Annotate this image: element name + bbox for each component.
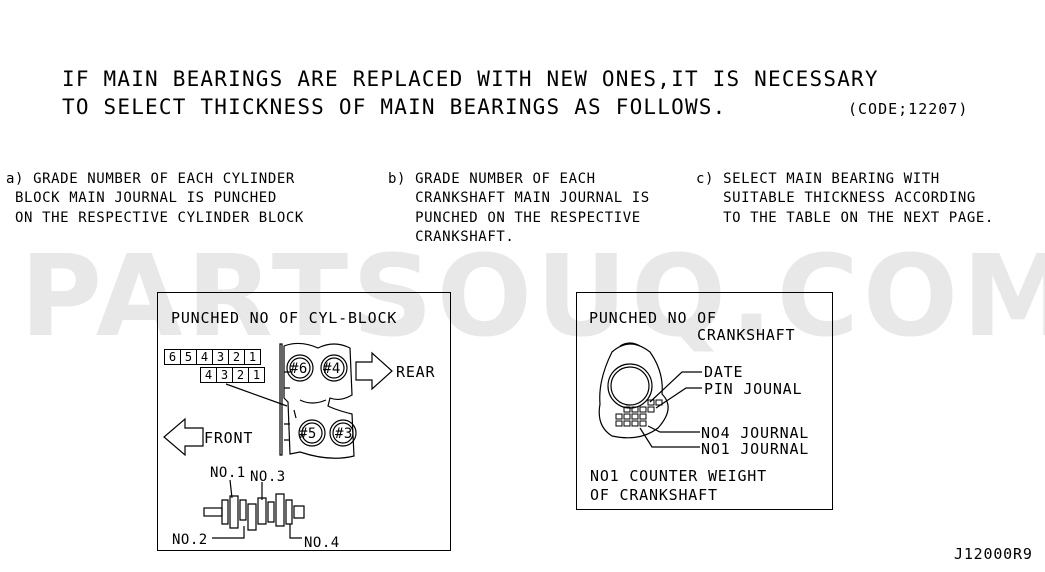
journal-no2-label: NO.2 bbox=[172, 532, 208, 548]
no4-journal-label: NO4 JOURNAL bbox=[701, 424, 810, 442]
step-b-line-4: CRANKSHAFT. bbox=[388, 229, 515, 245]
figure-id: J12000R9 bbox=[954, 545, 1033, 563]
grade-cell: 1 bbox=[248, 367, 265, 383]
header-line-1: IF MAIN BEARINGS ARE REPLACED WITH NEW O… bbox=[62, 67, 879, 91]
cyl-label: #6 bbox=[290, 361, 308, 377]
journal-no1-label: NO.1 bbox=[210, 465, 246, 481]
code-label: (CODE;12207) bbox=[848, 100, 969, 118]
crankshaft-panel bbox=[576, 292, 833, 510]
step-b-line-1: b) GRADE NUMBER OF EACH bbox=[388, 171, 596, 187]
journal-no4-label: NO.4 bbox=[304, 535, 340, 551]
counter-weight-line-2: OF CRANKSHAFT bbox=[590, 486, 718, 504]
step-a-line-1: a) GRADE NUMBER OF EACH CYLINDER bbox=[6, 171, 295, 187]
journal-no3-label: NO.3 bbox=[250, 469, 286, 485]
no1-journal-label: NO1 JOURNAL bbox=[701, 440, 810, 458]
crankshaft-title-line-2: CRANKSHAFT bbox=[697, 326, 796, 344]
rear-label: REAR bbox=[396, 363, 436, 381]
cylinder-block-panel bbox=[157, 292, 451, 551]
cyl-label: #3 bbox=[335, 426, 353, 442]
grade-cell: 2 bbox=[228, 349, 245, 365]
step-b-line-3: PUNCHED ON THE RESPECTIVE bbox=[388, 210, 641, 226]
cylinder-block-drawing bbox=[163, 342, 393, 459]
grade-cell: 1 bbox=[244, 349, 261, 365]
watermark: PARTSOUQ.COM bbox=[20, 232, 1045, 362]
header-line-2: TO SELECT THICKNESS OF MAIN BEARINGS AS … bbox=[62, 95, 727, 119]
crankshaft-drawing bbox=[203, 479, 305, 539]
grade-row-4: 4 3 2 1 bbox=[200, 367, 265, 383]
crankshaft-title-line-1: PUNCHED NO OF bbox=[589, 309, 717, 327]
front-label: FRONT bbox=[204, 429, 254, 447]
cyl-label: #4 bbox=[323, 361, 341, 377]
step-c-line-3: TO THE TABLE ON THE NEXT PAGE. bbox=[696, 210, 994, 226]
pin-journal-label: PIN JOUNAL bbox=[704, 380, 803, 398]
counter-weight-line-1: NO1 COUNTER WEIGHT bbox=[590, 467, 767, 485]
crankshaft-counterweight-drawing bbox=[598, 342, 702, 448]
cyl-block-title: PUNCHED NO OF CYL-BLOCK bbox=[171, 309, 398, 327]
date-label: DATE bbox=[704, 363, 744, 381]
step-c-line-2: SUITABLE THICKNESS ACCORDING bbox=[696, 190, 976, 206]
step-b-line-2: CRANKSHAFT MAIN JOURNAL IS bbox=[388, 190, 650, 206]
step-a-line-3: ON THE RESPECTIVE CYLINDER BLOCK bbox=[6, 210, 304, 226]
step-a-line-2: BLOCK MAIN JOURNAL IS PUNCHED bbox=[6, 190, 277, 206]
step-c-line-1: c) SELECT MAIN BEARING WITH bbox=[696, 171, 940, 187]
grade-row-6: 6 5 4 3 2 1 bbox=[164, 349, 261, 365]
cyl-label: #5 bbox=[299, 426, 317, 442]
